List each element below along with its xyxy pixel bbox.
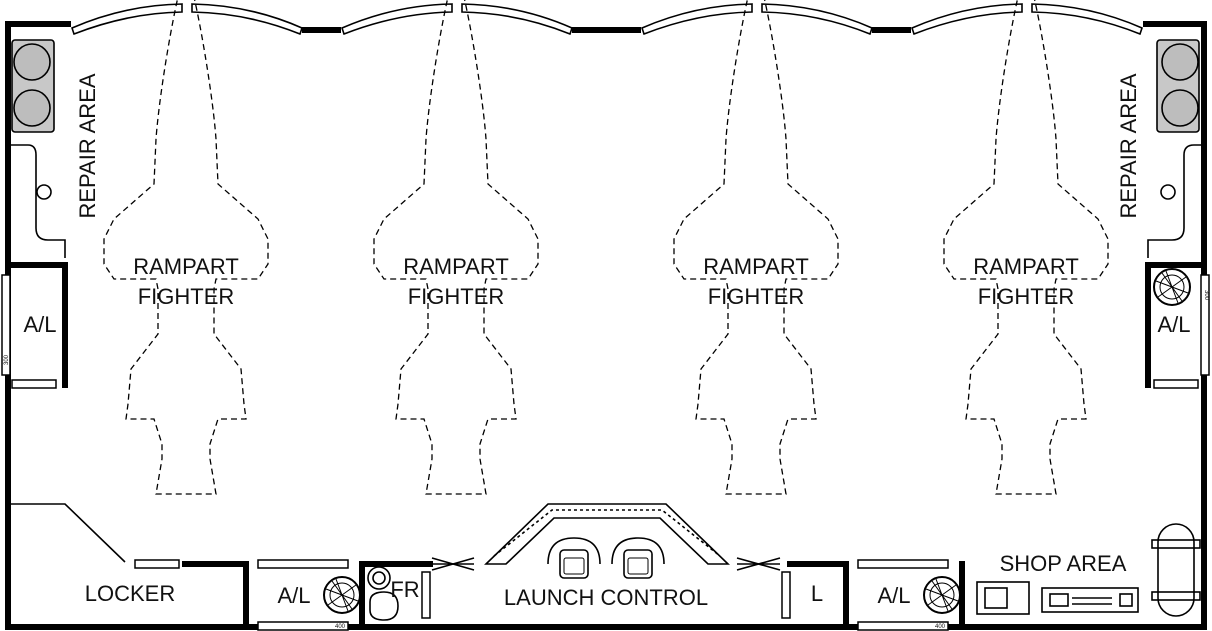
fuel-tank-icon bbox=[1151, 523, 1201, 617]
airlock-bottom-right: 400 A/L bbox=[843, 559, 965, 631]
airlock-bottom-left-label: A/L bbox=[277, 583, 310, 608]
airlock-left-label: A/L bbox=[23, 312, 56, 337]
fighter-label-1-line2: FIGHTER bbox=[138, 284, 235, 309]
airlock-right: 300 A/L bbox=[1145, 262, 1210, 389]
door-mark-side-right: 300 bbox=[1203, 290, 1209, 301]
locker-room: LOCKER bbox=[8, 503, 249, 606]
shop-area-label: SHOP AREA bbox=[1000, 551, 1127, 576]
locker-label: LOCKER bbox=[85, 581, 175, 606]
fighter-label-4-line1: RAMPART bbox=[973, 254, 1079, 279]
launch-control: LAUNCH CONTROL bbox=[431, 503, 781, 610]
console-seat-icon bbox=[623, 549, 653, 579]
lift-label: L bbox=[811, 581, 823, 606]
fighter-silhouette bbox=[943, 0, 1109, 495]
fighter-label-1-line1: RAMPART bbox=[133, 254, 239, 279]
airlock-bottom-left: 400 A/L bbox=[243, 559, 365, 631]
door-mark-side-left: 300 bbox=[4, 354, 10, 365]
shop-area: SHOP AREA bbox=[976, 523, 1201, 617]
fighter-silhouette bbox=[373, 0, 539, 495]
airlock-left: 300 A/L bbox=[1, 262, 68, 389]
repair-area-left: REPAIR AREA bbox=[10, 39, 100, 258]
airlock-bottom-right-label: A/L bbox=[877, 583, 910, 608]
airlock-right-label: A/L bbox=[1157, 312, 1190, 337]
door-mark-bottom-right: 400 bbox=[935, 624, 946, 630]
launch-control-label: LAUNCH CONTROL bbox=[504, 585, 708, 610]
bay-doors-top bbox=[71, 3, 1143, 36]
fighter-silhouette bbox=[673, 0, 839, 495]
outer-walls bbox=[5, 21, 1207, 630]
console-seat-icon bbox=[559, 549, 589, 579]
door-mark-bottom-left: 400 bbox=[335, 624, 346, 630]
fighter-label-4-line2: FIGHTER bbox=[978, 284, 1075, 309]
repair-area-right: REPAIR AREA bbox=[1116, 39, 1202, 258]
lift: L bbox=[781, 561, 849, 619]
repair-area-right-label: REPAIR AREA bbox=[1116, 73, 1141, 218]
fighter-bay: RAMPART FIGHTER RAMPART FIGHTER RAMPART … bbox=[103, 0, 1109, 495]
fighter-label-2-line2: FIGHTER bbox=[408, 284, 505, 309]
fresher: FR bbox=[359, 561, 433, 621]
airlock-hatch-icon bbox=[1153, 268, 1191, 306]
fighter-label-3-line2: FIGHTER bbox=[708, 284, 805, 309]
repair-area-left-label: REPAIR AREA bbox=[75, 73, 100, 218]
fresher-label: FR bbox=[390, 577, 419, 602]
airlock-hatch-icon bbox=[323, 576, 361, 614]
fighter-label-2-line1: RAMPART bbox=[403, 254, 509, 279]
fighter-label-3-line1: RAMPART bbox=[703, 254, 809, 279]
fighter-silhouette bbox=[103, 0, 269, 495]
airlock-hatch-icon bbox=[923, 576, 961, 614]
